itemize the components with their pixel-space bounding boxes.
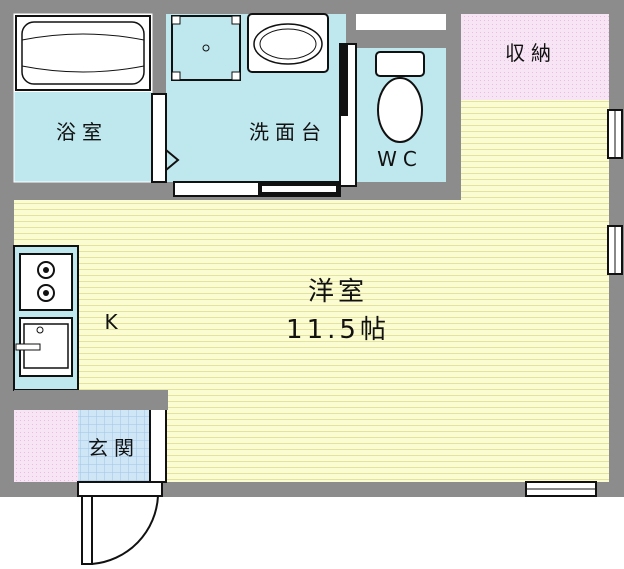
entrance-wall	[149, 403, 167, 483]
western-room-size: 11.5帖	[286, 315, 390, 345]
entrance-label: 玄関	[88, 436, 140, 460]
entrance-door-icon	[77, 481, 163, 565]
bath-floor	[14, 92, 152, 182]
western-room-floor	[461, 100, 609, 200]
entrance-floor	[78, 410, 152, 482]
storage-label: 収納	[505, 41, 557, 65]
partition-wall	[446, 14, 461, 200]
partition-wall	[14, 390, 168, 410]
window-bottom	[525, 481, 597, 497]
window-right-upper	[607, 109, 623, 159]
washing-machine-icon	[171, 15, 241, 81]
washroom-sliding-door	[173, 181, 341, 197]
washroom-label: 洗面台	[249, 120, 327, 144]
partition-wall	[356, 30, 446, 48]
toilet-icon	[375, 51, 425, 143]
toilet-door	[339, 43, 357, 187]
western-room-label: 洋室	[308, 277, 368, 307]
bath-door	[151, 93, 180, 183]
entrance-storage	[14, 410, 78, 482]
stove-icon	[19, 253, 73, 311]
window-right-lower	[607, 225, 623, 275]
kitchen-label: K	[104, 310, 123, 334]
bath-label: 浴室	[56, 120, 108, 144]
toilet-label: WC	[377, 147, 423, 171]
sink-icon	[15, 317, 73, 377]
wash-basin-icon	[247, 13, 329, 73]
storage-floor	[461, 14, 609, 100]
bathtub-icon	[15, 15, 151, 91]
